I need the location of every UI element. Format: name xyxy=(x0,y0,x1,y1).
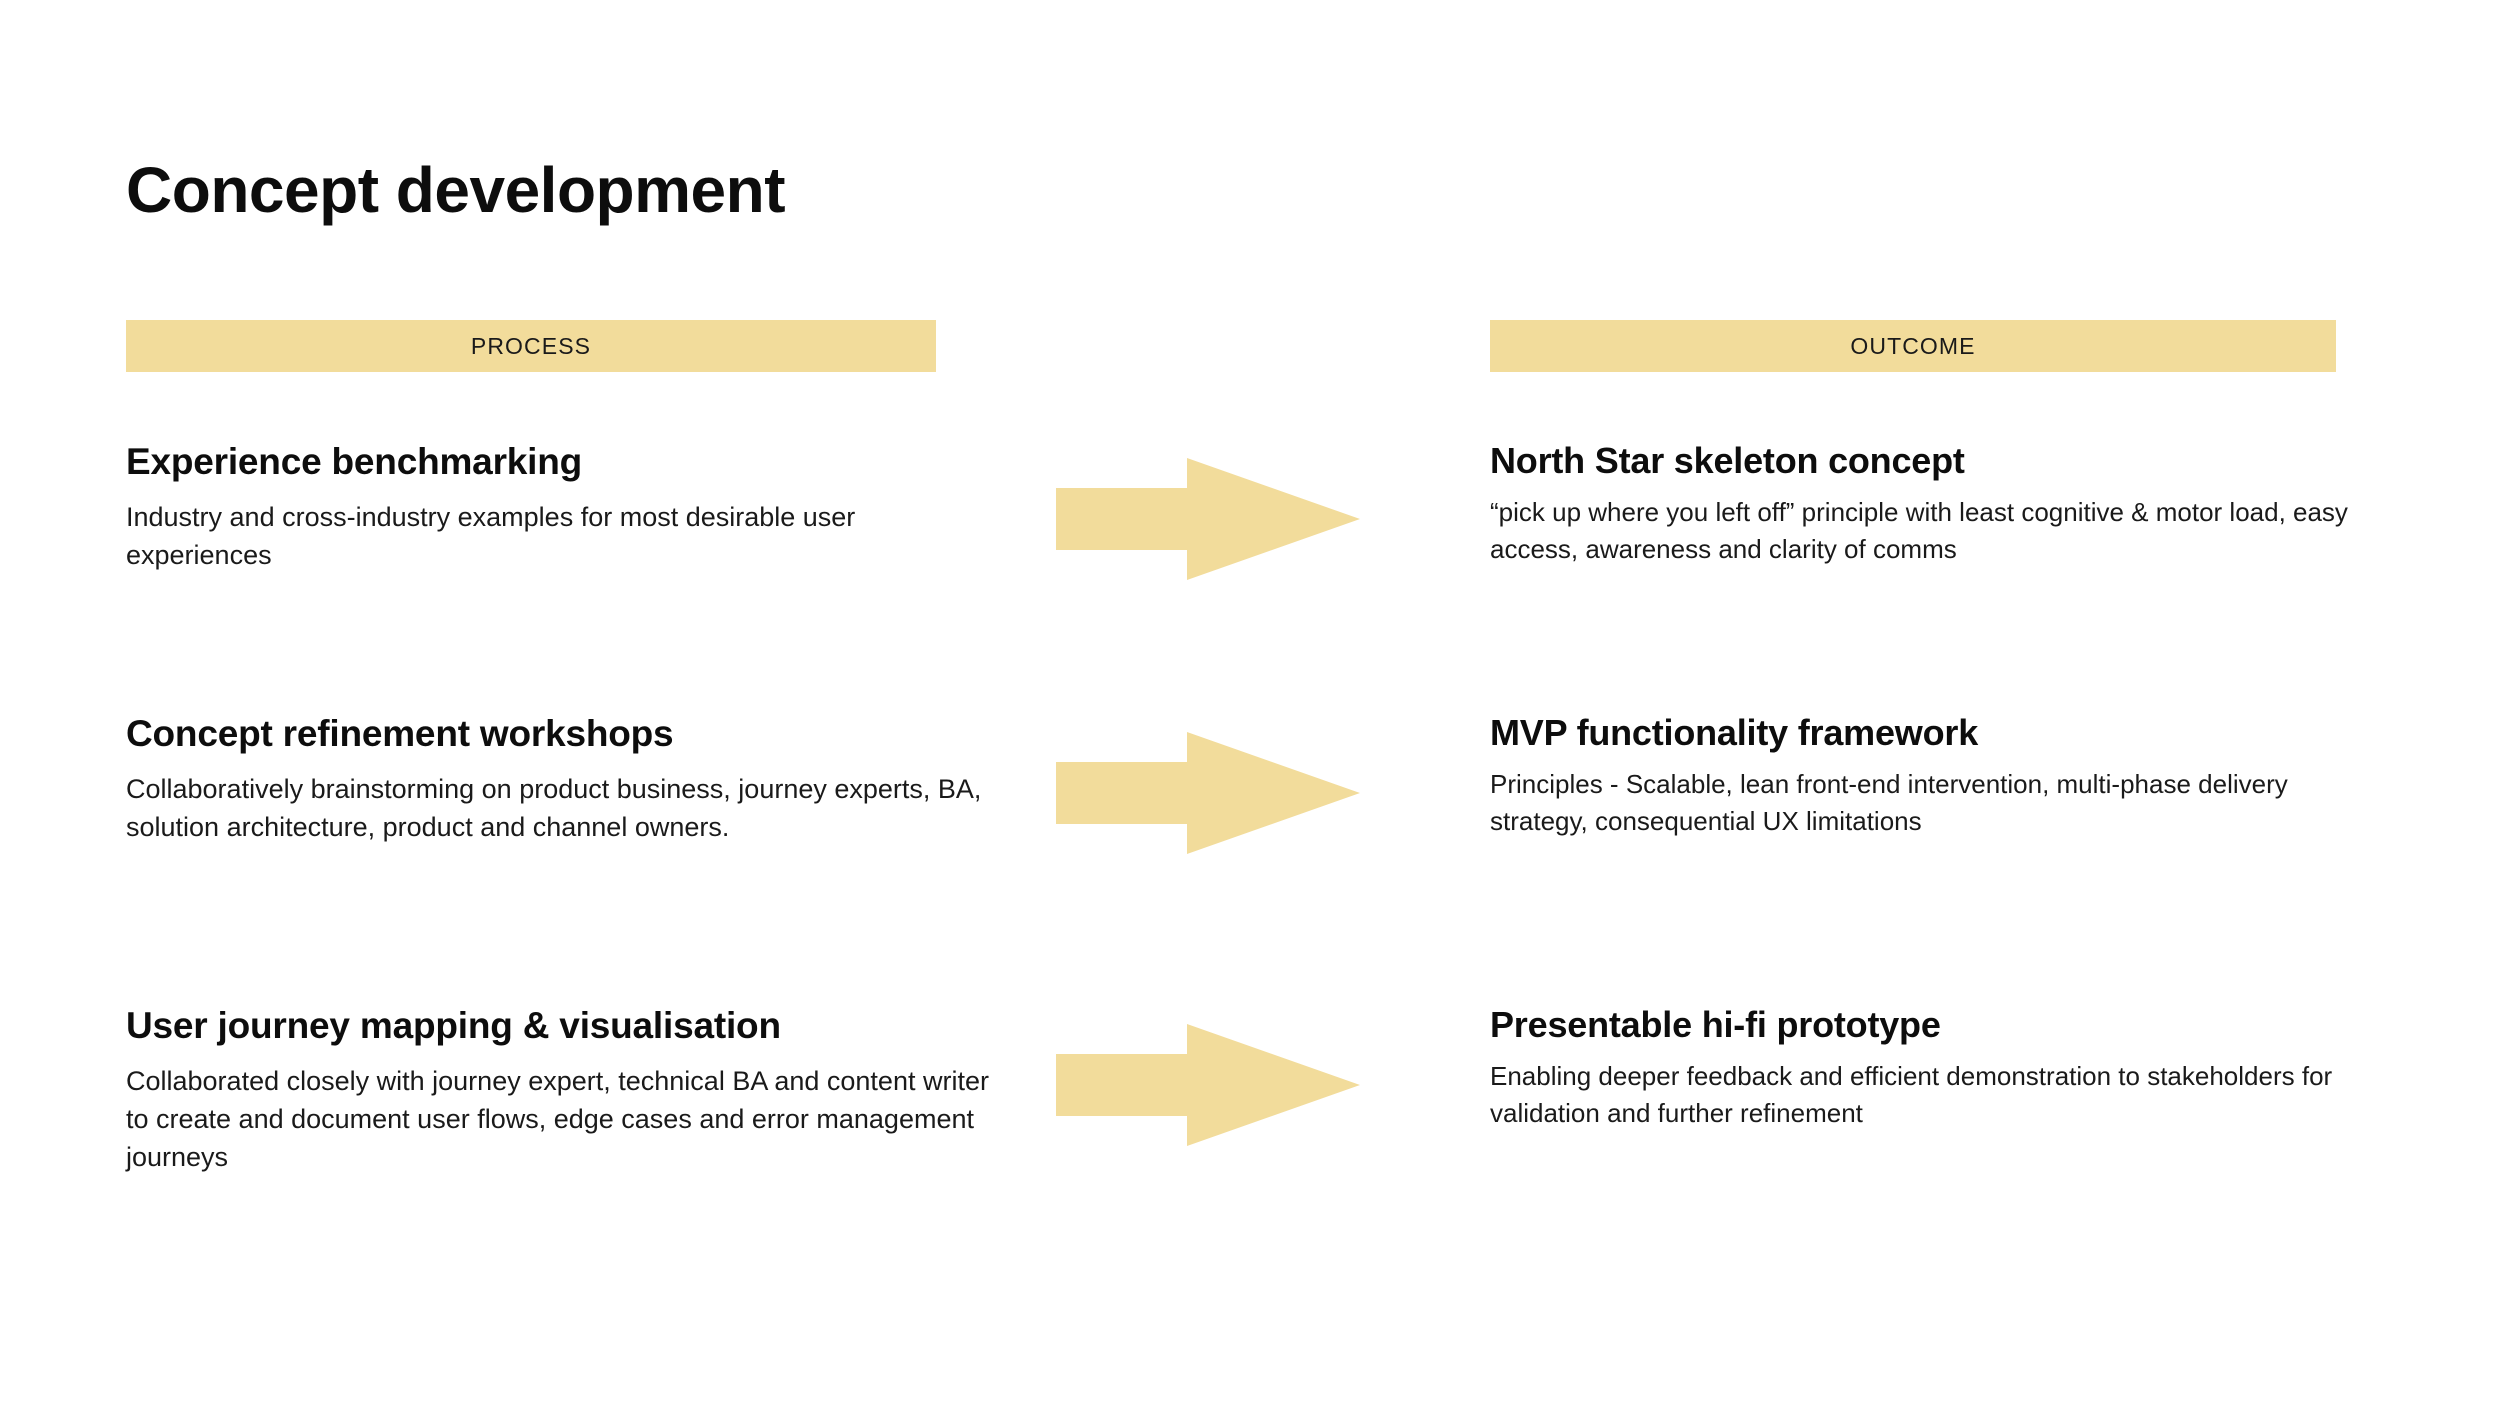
outcome-title: Presentable hi-fi prototype xyxy=(1490,1004,1941,1045)
column-header-outcome-label: OUTCOME xyxy=(1850,332,1976,359)
column-header-process-label: PROCESS xyxy=(470,332,592,359)
outcome-cell: Presentable hi-fi prototype Enabling dee… xyxy=(1490,1004,2360,1132)
process-description: Collaborated closely with journey expert… xyxy=(126,1065,989,1173)
outcome-description: “pick up where you left off” principle w… xyxy=(1490,497,2348,565)
page-title: Concept development xyxy=(126,153,786,226)
process-description: Collaboratively brainstorming on product… xyxy=(126,773,982,842)
column-header-process: PROCESS xyxy=(126,320,936,372)
process-cell: User journey mapping & visualisation Col… xyxy=(126,1004,1006,1177)
outcome-cell: MVP functionality framework Principles -… xyxy=(1490,712,2360,840)
process-cell: Concept refinement workshops Collaborati… xyxy=(126,712,1006,846)
right-arrow-icon xyxy=(1056,458,1360,580)
right-arrow-icon xyxy=(1056,1024,1360,1146)
outcome-description: Principles - Scalable, lean front-end in… xyxy=(1490,769,2288,837)
process-cell: Experience benchmarking Industry and cro… xyxy=(126,440,1006,574)
right-arrow-icon xyxy=(1056,732,1360,854)
outcome-title: MVP functionality framework xyxy=(1490,712,1979,753)
process-title: Experience benchmarking xyxy=(126,441,583,482)
outcome-title: North Star skeleton concept xyxy=(1490,440,1965,481)
process-title: Concept refinement workshops xyxy=(126,713,674,754)
process-description: Industry and cross-industry examples for… xyxy=(126,501,856,570)
process-title: User journey mapping & visualisation xyxy=(126,1005,781,1046)
outcome-description: Enabling deeper feedback and efficient d… xyxy=(1490,1061,2333,1129)
outcome-cell: North Star skeleton concept “pick up whe… xyxy=(1490,440,2360,568)
column-header-outcome: OUTCOME xyxy=(1490,320,2336,372)
